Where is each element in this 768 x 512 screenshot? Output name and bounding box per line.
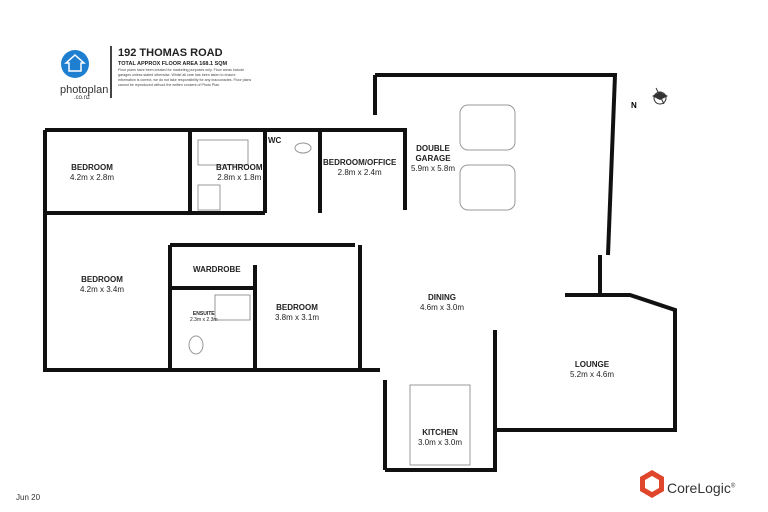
header-divider bbox=[110, 46, 112, 98]
compass-icon bbox=[652, 87, 668, 105]
photoplan-logo-icon bbox=[61, 50, 89, 78]
corelogic-brand: CoreLogic® bbox=[667, 480, 736, 496]
room-wardrobe: WARDROBE bbox=[193, 265, 241, 274]
logo-name: photoplan bbox=[60, 84, 109, 96]
date-label: Jun 20 bbox=[16, 493, 41, 502]
room-wc: WC bbox=[268, 136, 282, 145]
logo-domain: .co.nz bbox=[74, 95, 91, 101]
corelogic-logo-icon bbox=[640, 470, 664, 498]
page-title: 192 THOMAS ROAD bbox=[118, 47, 223, 59]
disclaimer: Floor plans have been created for market… bbox=[118, 68, 252, 87]
floor-area: TOTAL APPROX FLOOR AREA 168.1 SQM bbox=[118, 61, 228, 67]
compass-label: N bbox=[631, 101, 637, 110]
